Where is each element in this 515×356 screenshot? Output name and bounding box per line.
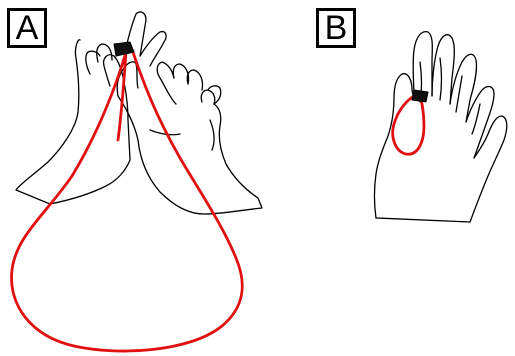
panel-b-label: B: [316, 8, 356, 48]
panel-b-label-text: B: [325, 11, 348, 45]
panel-a-string-loop: [12, 50, 243, 351]
panel-b-string-loop: [393, 94, 424, 154]
panel-a-label-text: A: [16, 11, 39, 45]
panel-a-clip: [114, 42, 134, 56]
panel-a-label: A: [7, 8, 47, 48]
panel-a-right-hand: [117, 62, 262, 214]
panel-b-clip: [412, 90, 428, 102]
